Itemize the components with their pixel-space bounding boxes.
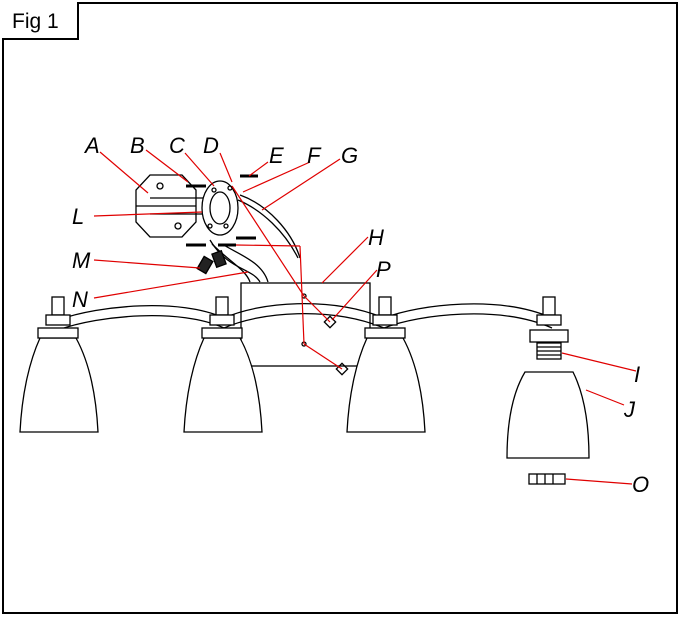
leader-lines: [93, 149, 637, 485]
figure-label-box: Fig 1: [2, 2, 79, 40]
callout-E: E: [269, 143, 284, 168]
callout-G: G: [341, 143, 358, 168]
callout-N: N: [72, 287, 88, 312]
fixture-arm: [57, 303, 553, 331]
lamp-1: [19, 296, 99, 433]
wire-connectors: [196, 249, 227, 275]
callout-B: B: [130, 133, 145, 158]
callout-J: J: [623, 397, 636, 422]
callout-F: F: [307, 143, 322, 168]
callout-A: A: [83, 133, 100, 158]
callout-D: D: [203, 133, 219, 158]
callout-O: O: [632, 472, 649, 497]
backplate: [240, 282, 371, 367]
wires: [209, 194, 301, 283]
callout-C: C: [169, 133, 185, 158]
callout-H: H: [368, 225, 384, 250]
callout-L: L: [72, 204, 84, 229]
junction-box: [135, 174, 210, 238]
callout-M: M: [72, 248, 91, 273]
lamp-2: [183, 296, 263, 433]
figure-title: Fig 1: [12, 10, 59, 33]
lamp-3: [346, 296, 426, 433]
callout-I: I: [634, 362, 640, 387]
lamp-4-exploded: [506, 296, 590, 485]
mounting-plate: [201, 180, 239, 236]
callout-P: P: [376, 257, 391, 282]
